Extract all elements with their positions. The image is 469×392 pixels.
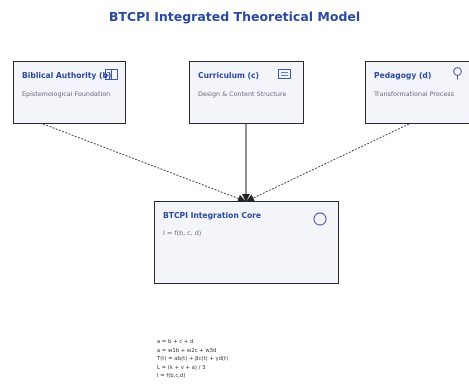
node-description: I = f(b, c, d) [163,229,202,237]
node-integration-core: BTCPI Integration Core I = f(b, c, d) [154,201,339,284]
node-pedagogy: Pedagogy (d) Transformational Process [365,61,469,124]
node-description: Transformational Process [374,90,454,98]
circle-icon [313,212,327,226]
book-icon [105,69,118,80]
formula-line: I = f(b,c,d) [157,373,186,380]
node-title: BTCPI Integration Core [163,211,262,220]
formula-line: T(t) = αb(t) + βc(t) + γd(t) [157,356,229,363]
node-title: Curriculum (c) [198,71,259,80]
lightbulb-icon [453,67,462,80]
formula-list: a = b + c + d a = w1b + w2c + w3d T(t) =… [157,338,228,381]
connector-pedagogy-to-core [246,123,410,202]
formula-line: a = b + c + d [157,339,194,345]
node-description: Design & Content Structure [198,90,287,98]
node-description: Epistemological Foundation [22,90,111,98]
connector-biblical-to-core [42,123,246,203]
node-curriculum: Curriculum (c) Design & Content Structur… [189,61,304,124]
node-title: Biblical Authority (b) [22,71,112,80]
formula-line: L = (k + v + a) / 3 [157,364,206,371]
node-biblical-authority: Biblical Authority (b) Epistemological F… [13,61,126,124]
node-title: Pedagogy (d) [374,71,432,80]
document-icon [278,69,291,79]
formula-line: a = w1b + w2c + w3d [157,347,217,354]
diagram-title: BTCPI Integrated Theoretical Model [108,9,361,24]
